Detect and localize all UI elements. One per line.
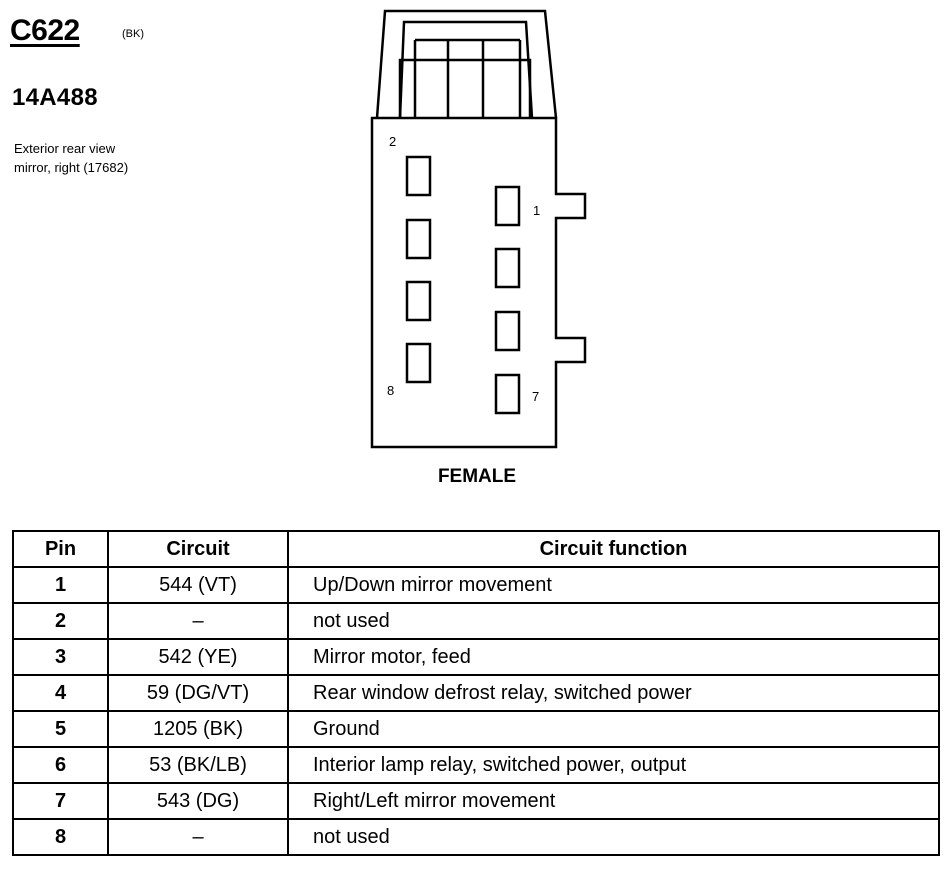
table-row: 2 – not used	[12, 602, 940, 640]
cavity-pin-6	[405, 280, 432, 322]
pin-label-8: 8	[387, 383, 394, 398]
header-circuit-function: Circuit function	[287, 530, 940, 568]
part-number: 14A488	[12, 84, 98, 111]
pin-cell: 1	[12, 566, 109, 604]
function-cell: Mirror motor, feed	[287, 638, 940, 676]
circuit-cell: 53 (BK/LB)	[107, 746, 289, 784]
pin-cell: 7	[12, 782, 109, 820]
function-cell: Right/Left mirror movement	[287, 782, 940, 820]
table-row: 6 53 (BK/LB) Interior lamp relay, switch…	[12, 746, 940, 784]
function-cell: Ground	[287, 710, 940, 748]
table-header-row: Pin Circuit Circuit function	[12, 530, 940, 568]
connector-description: Exterior rear view mirror, right (17682)	[14, 139, 214, 177]
connector-latch	[375, 9, 558, 119]
connector-body	[370, 116, 587, 449]
pin-cell: 6	[12, 746, 109, 784]
table-row: 3 542 (YE) Mirror motor, feed	[12, 638, 940, 676]
table-row: 1 544 (VT) Up/Down mirror movement	[12, 566, 940, 604]
table-row: 7 543 (DG) Right/Left mirror movement	[12, 782, 940, 820]
connector-gender-label: FEMALE	[437, 466, 517, 487]
pin-label-1: 1	[533, 203, 540, 218]
circuit-cell: 1205 (BK)	[107, 710, 289, 748]
description-line-1: Exterior rear view	[14, 141, 116, 156]
circuit-cell: 544 (VT)	[107, 566, 289, 604]
pin-cell: 5	[12, 710, 109, 748]
circuit-cell: 543 (DG)	[107, 782, 289, 820]
cavity-pin-4	[405, 218, 432, 260]
function-cell: not used	[287, 602, 940, 640]
pin-cell: 2	[12, 602, 109, 640]
header-circuit: Circuit	[107, 530, 289, 568]
cavity-pin-3	[494, 247, 521, 289]
cavity-pin-2	[405, 155, 432, 197]
cavity-pin-7	[494, 373, 521, 415]
cavity-pin-1	[494, 185, 521, 227]
table-row: 5 1205 (BK) Ground	[12, 710, 940, 748]
function-cell: Up/Down mirror movement	[287, 566, 940, 604]
cavity-pin-8	[405, 342, 432, 384]
connector-color: (BK)	[122, 28, 144, 40]
table-row: 4 59 (DG/VT) Rear window defrost relay, …	[12, 674, 940, 712]
connector-latch-inner	[398, 20, 534, 119]
connector-face-diagram: 2 1 8 7	[370, 9, 587, 449]
function-cell: not used	[287, 818, 940, 856]
header-pin: Pin	[12, 530, 109, 568]
connector-id: C622	[10, 14, 80, 47]
pin-cell: 3	[12, 638, 109, 676]
description-line-2: mirror, right (17682)	[14, 160, 129, 175]
table-row: 8 – not used	[12, 818, 940, 856]
pin-cell: 8	[12, 818, 109, 856]
pin-label-2: 2	[389, 134, 396, 149]
pinout-table: Pin Circuit Circuit function 1 544 (VT) …	[12, 530, 940, 856]
circuit-cell: –	[107, 602, 289, 640]
circuit-cell: 542 (YE)	[107, 638, 289, 676]
pin-cell: 4	[12, 674, 109, 712]
cavity-pin-5	[494, 310, 521, 352]
circuit-cell: –	[107, 818, 289, 856]
pin-label-7: 7	[532, 389, 539, 404]
function-cell: Rear window defrost relay, switched powe…	[287, 674, 940, 712]
function-cell: Interior lamp relay, switched power, out…	[287, 746, 940, 784]
circuit-cell: 59 (DG/VT)	[107, 674, 289, 712]
